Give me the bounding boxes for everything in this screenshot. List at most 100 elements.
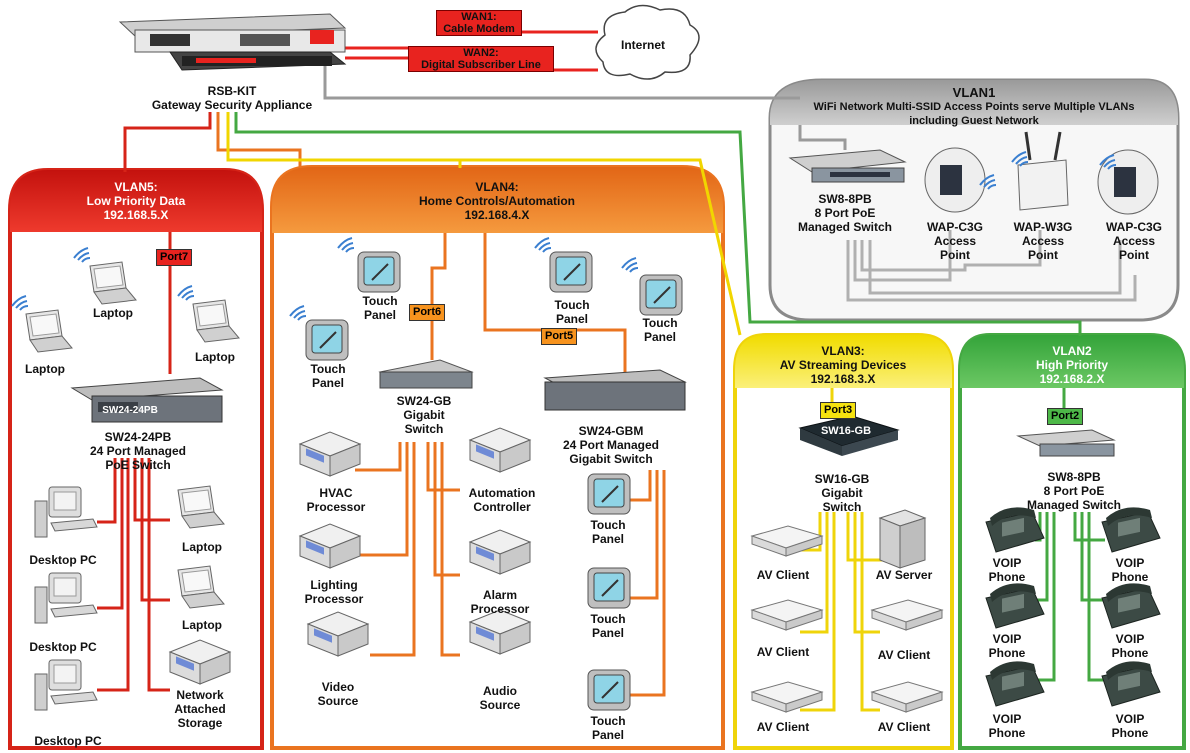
automation-line1: Automation — [468, 486, 536, 500]
vlan5-wiring — [97, 232, 172, 692]
vlan1-switch-line2: 8 Port PoE — [814, 206, 876, 220]
ap1-line3: Point — [939, 248, 970, 262]
video-label: Video Source — [318, 680, 359, 708]
vlan1-header: VLAN1 WiFi Network Multi-SSID Access Poi… — [813, 86, 1134, 128]
vlan2-header: VLAN2 High Priority 192.168.2.X — [1036, 344, 1108, 386]
vlan5-laptop-5-label: Laptop — [182, 618, 222, 632]
av-server-label: AV Server — [875, 568, 933, 582]
vlan3-switch-label: SW16-GB Gigabit Switch — [815, 472, 870, 514]
vlan4-touch-4-line1: Touch — [642, 316, 678, 330]
lighting-label: Lighting Processor — [305, 578, 364, 606]
gateway-label: RSB-KIT Gateway Security Appliance — [152, 84, 312, 112]
vlan3-switch-line2: Gigabit — [821, 486, 863, 500]
av-server-icon — [878, 509, 927, 569]
vlan2-title: VLAN2 — [1052, 344, 1092, 358]
vlan4-touch-7-label: Touch Panel — [590, 714, 625, 742]
wan2-title: WAN2: — [463, 47, 499, 59]
vlan2-switch-line2: 8 Port PoE — [1043, 484, 1105, 498]
automation-label: Automation Controller — [469, 486, 536, 514]
wan2-box: WAN2: Digital Subscriber Line — [408, 46, 554, 72]
voip-1-line2: Phone — [988, 570, 1026, 584]
vlan3-header: VLAN3: AV Streaming Devices 192.168.3.X — [780, 344, 907, 386]
lighting-line2: Processor — [304, 592, 364, 606]
vlan3-port-badge: Port3 — [820, 402, 857, 419]
voip-5-line2: Phone — [1111, 646, 1149, 660]
vlan5-port-badge: Port7 — [156, 249, 193, 266]
voip-2-label: VOIP Phone — [989, 632, 1026, 660]
vlan4-touch-3-label: Touch Panel — [554, 298, 589, 326]
internet-cloud-icon — [595, 4, 700, 80]
alarm-line2: Processor — [470, 602, 530, 616]
voip-5-label: VOIP Phone — [1112, 632, 1149, 660]
voip-5-line1: VOIP — [1115, 632, 1145, 646]
vlan5-switch-icon — [70, 377, 224, 423]
vlan4-subnet: 192.168.4.X — [464, 208, 530, 222]
nas-line3: Storage — [177, 716, 223, 730]
vlan5-desktop-2-label: Desktop PC — [29, 640, 97, 654]
voip-6-label: VOIP Phone — [1112, 712, 1149, 740]
vlan1-switch-icon — [788, 149, 907, 183]
vlan4-touch-1-label: Touch Panel — [362, 294, 397, 322]
voip-4-label: VOIP Phone — [1112, 556, 1149, 584]
av-client-1-label: AV Client — [756, 568, 810, 582]
access-point-3-icon — [1097, 149, 1159, 215]
vlan4-touch-4-label: Touch Panel — [642, 316, 677, 344]
hvac-label: HVAC Processor — [307, 486, 366, 514]
internet-label: Internet — [620, 38, 666, 52]
vlan5-laptop-4-label: Laptop — [182, 540, 222, 554]
vlan4-managed-switch-icon — [543, 369, 687, 411]
access-point-2-icon — [1011, 131, 1069, 211]
vlan4-sub: Home Controls/Automation — [419, 194, 575, 208]
vlan2-panel — [958, 333, 1186, 750]
alarm-line1: Alarm — [482, 588, 518, 602]
voip-6-line2: Phone — [1111, 726, 1149, 740]
vlan5-switch-line2: 24 Port Managed — [89, 444, 187, 458]
ap2-label: WAP-W3G Access Point — [1014, 220, 1073, 262]
wan1-sub: Cable Modem — [443, 23, 515, 35]
vlan5-sub: Low Priority Data — [86, 194, 186, 208]
voip-3-line2: Phone — [988, 726, 1026, 740]
vlan5-subnet: 192.168.5.X — [103, 208, 169, 222]
voip-6-line1: VOIP — [1115, 712, 1145, 726]
vlan4-gb-switch-label: SW24-GB Gigabit Switch — [397, 394, 452, 436]
ap2-line3: Point — [1027, 248, 1058, 262]
nas-line2: Attached — [174, 702, 226, 716]
automation-line2: Controller — [473, 500, 531, 514]
vlan5-laptop-2-label: Laptop — [195, 350, 235, 364]
vlan4-touch-5-line2: Panel — [591, 532, 625, 546]
vlan5-switch-badge: SW24-24PB — [102, 405, 158, 416]
vlan2-switch-icon — [1016, 429, 1116, 457]
vlan3-subnet: 192.168.3.X — [810, 372, 876, 386]
vlan4-touch-1-line1: Touch — [362, 294, 398, 308]
vlan4-touch-2-line1: Touch — [310, 362, 346, 376]
vlan2-port-badge: Port2 — [1047, 408, 1084, 425]
nas-label: Network Attached Storage — [174, 688, 225, 730]
vlan4-touch-3-line2: Panel — [555, 312, 589, 326]
audio-label: Audio Source — [480, 684, 521, 712]
vlan5-switch-line3: PoE Switch — [105, 458, 171, 472]
vlan5-laptop-1-label: Laptop — [93, 306, 133, 320]
vlan4-gb-switch-model: SW24-GB — [396, 394, 452, 408]
hvac-line2: Processor — [306, 500, 366, 514]
lighting-line1: Lighting — [310, 578, 358, 592]
vlan1-desc-2: including Guest Network — [909, 115, 1039, 127]
wan1-box: WAN1: Cable Modem — [436, 10, 522, 36]
ap2-model: WAP-W3G — [1013, 220, 1073, 234]
vlan4-gbm-switch-label: SW24-GBM 24 Port Managed Gigabit Switch — [563, 424, 659, 466]
vlan2-switch-label: SW8-8PB 8 Port PoE Managed Switch — [1027, 470, 1121, 512]
vlan4-touch-2-line2: Panel — [311, 376, 345, 390]
wan2-sub: Digital Subscriber Line — [421, 59, 541, 71]
vlan1-switch-line3: Managed Switch — [797, 220, 893, 234]
vlan5-switch-model: SW24-24PB — [104, 430, 172, 444]
gateway-desc: Gateway Security Appliance — [151, 98, 313, 112]
vlan2-switch-line3: Managed Switch — [1026, 498, 1122, 512]
vlan4-touch-2-label: Touch Panel — [310, 362, 345, 390]
wan1-title: WAN1: — [461, 11, 497, 23]
vlan4-gbm-switch-line3: Gigabit Switch — [569, 452, 653, 466]
vlan3-sub: AV Streaming Devices — [779, 358, 907, 372]
vlan1-desc-1: WiFi Network Multi-SSID Access Points se… — [813, 101, 1135, 113]
hvac-line1: HVAC — [319, 486, 353, 500]
vlan4-touch-panel-6-icon — [587, 567, 631, 609]
audio-line1: Audio — [483, 684, 517, 698]
